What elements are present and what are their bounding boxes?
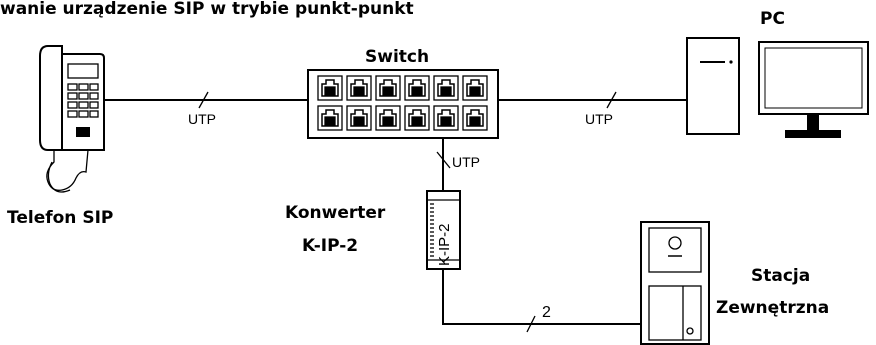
sip-phone-icon	[40, 46, 104, 192]
cable-switch-pc	[498, 92, 687, 108]
switch-port-icon	[347, 76, 371, 100]
switch-icon	[308, 70, 498, 138]
switch-label: Switch	[365, 47, 429, 67]
switch-port-icon	[405, 106, 429, 130]
switch-port-icon	[347, 106, 371, 130]
cable-converter-station-label: 2	[542, 304, 551, 321]
pc-icon	[687, 38, 868, 138]
cable-switch-pc-label: UTP	[585, 111, 613, 127]
cable-switch-converter	[437, 138, 450, 191]
cable-phone-switch-label: UTP	[188, 111, 216, 127]
phone-label: Telefon SIP	[7, 208, 113, 228]
switch-port-icon	[405, 76, 429, 100]
pc-label: PC	[760, 9, 785, 29]
switch-port-icon	[434, 106, 458, 130]
converter-label-line1: Konwerter	[285, 203, 386, 223]
converter-body-label: K-IP-2	[436, 223, 453, 266]
switch-port-icon	[376, 106, 400, 130]
cable-converter-station	[443, 269, 641, 332]
switch-port-icon	[376, 76, 400, 100]
diagram-title: wanie urządzenie SIP w trybie punkt-punk…	[0, 0, 414, 19]
switch-port-icon	[318, 106, 342, 130]
converter-icon: K-IP-2	[427, 191, 460, 269]
station-label-line2: Zewnętrzna	[716, 298, 829, 318]
cable-phone-switch	[104, 92, 308, 108]
switch-port-icon	[463, 106, 487, 130]
outdoor-station-icon	[641, 222, 709, 344]
station-label-line1: Stacja	[751, 266, 810, 286]
switch-port-icon	[434, 76, 458, 100]
switch-port-icon	[318, 76, 342, 100]
converter-label-line2: K-IP-2	[302, 236, 358, 256]
switch-port-icon	[463, 76, 487, 100]
cable-switch-converter-label: UTP	[452, 154, 480, 170]
